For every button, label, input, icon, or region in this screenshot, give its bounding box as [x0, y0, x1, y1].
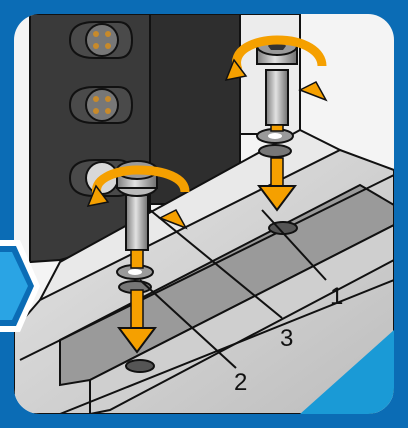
mounting-hole-left [126, 360, 154, 372]
callout-3: 3 [280, 325, 293, 352]
down-arrow-icon [131, 290, 143, 330]
callout-2: 2 [234, 369, 247, 396]
xlr-connector-middle [70, 87, 132, 123]
scene-content: 1 3 2 [14, 14, 394, 414]
down-arrow-icon [271, 158, 283, 188]
xlr-connector-top [70, 22, 132, 58]
bolt-shaft-left [126, 195, 148, 250]
callout-1: 1 [330, 283, 343, 310]
bolt-shaft-right [266, 70, 288, 125]
